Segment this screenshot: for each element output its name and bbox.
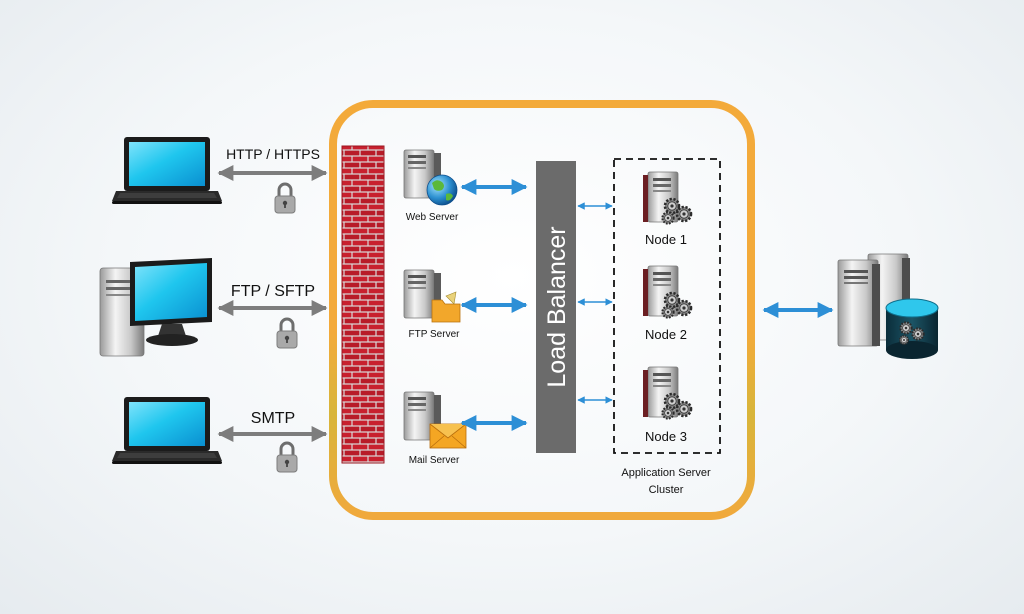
mail-server-icon — [403, 391, 467, 449]
web-server-icon — [403, 149, 458, 206]
node-label-1: Node 1 — [645, 232, 687, 247]
protocol-label-http: HTTP / HTTPS — [226, 146, 320, 162]
ftp-server-icon — [403, 269, 461, 323]
firewall-icon — [341, 145, 385, 464]
database-cylinder-icon — [885, 298, 939, 359]
ftp-server-label: FTP Server — [409, 329, 461, 340]
load-balancer-label: Load Balancer — [543, 226, 571, 387]
laptop-icon-bottom — [112, 397, 222, 464]
protocol-label-ftp: FTP / SFTP — [231, 283, 315, 300]
laptop-icon-top — [112, 137, 222, 204]
desktop-computer-icon — [99, 258, 212, 357]
lock-icon-smtp — [275, 441, 299, 474]
cluster-label-line1: Application Server — [621, 467, 711, 479]
cluster-label-line2: Cluster — [649, 484, 684, 496]
node-server-icon-1 — [642, 171, 693, 225]
node-server-icon-2 — [642, 265, 693, 319]
load-balancer-block — [536, 161, 576, 453]
node-server-icon-3 — [642, 366, 693, 420]
mail-server-label: Mail Server — [409, 455, 460, 466]
node-label-2: Node 2 — [645, 327, 687, 342]
cluster-boundary — [613, 158, 721, 454]
node-label-3: Node 3 — [645, 429, 687, 444]
data-center-frame — [329, 100, 755, 520]
lock-icon-http — [273, 182, 297, 215]
web-server-label: Web Server — [406, 212, 459, 223]
protocol-label-smtp: SMTP — [251, 410, 295, 427]
lock-icon-ftp — [275, 317, 299, 350]
